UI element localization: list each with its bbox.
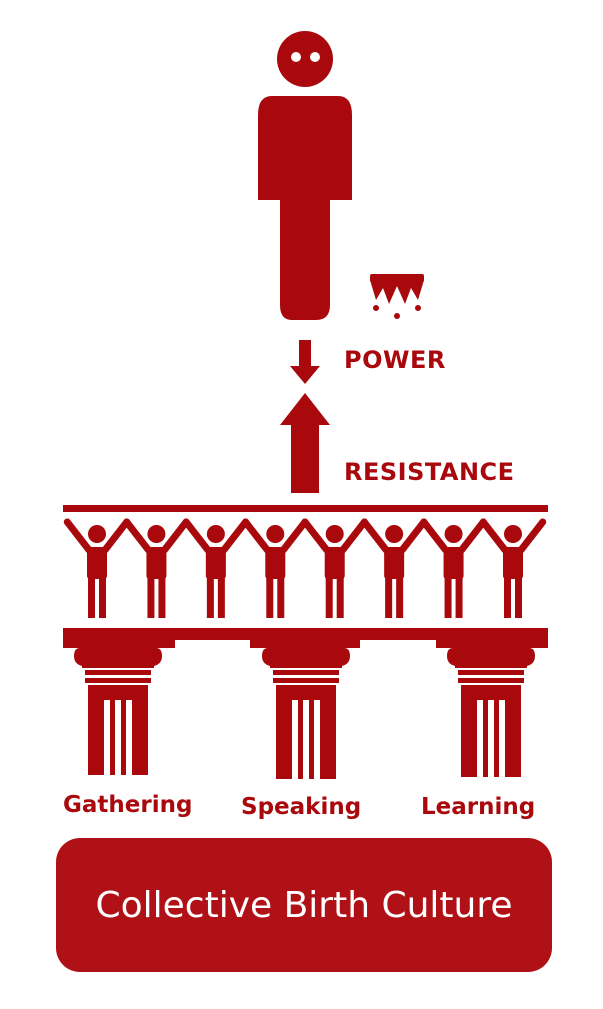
base-title: Collective Birth Culture: [95, 885, 512, 926]
person-arms-raised-icon: [483, 522, 542, 618]
column-icon: [74, 648, 162, 775]
person-arms-raised-icon: [246, 522, 305, 618]
person-arms-raised-icon: [127, 522, 186, 618]
person-arms-raised-icon: [186, 522, 245, 618]
pillar-label-gathering: Gathering: [63, 792, 192, 818]
column-icon: [262, 648, 350, 779]
resistance-label: RESISTANCE: [344, 458, 515, 486]
person-arms-raised-icon: [364, 522, 423, 618]
power-label: POWER: [344, 346, 446, 374]
crown-icon: [370, 274, 424, 319]
arrow-down-icon: [290, 340, 320, 384]
columns: [74, 648, 535, 779]
people-row: [67, 522, 542, 618]
person-arms-raised-icon: [305, 522, 364, 618]
base-box: Collective Birth Culture: [56, 838, 552, 972]
person-arms-raised-icon: [67, 522, 126, 618]
top-beam: [63, 505, 548, 512]
column-icon: [447, 648, 535, 777]
lintel: [63, 628, 548, 648]
pillar-label-learning: Learning: [421, 794, 535, 820]
pillar-label-speaking: Speaking: [241, 794, 361, 820]
person-arms-raised-icon: [424, 522, 483, 618]
arrow-up-icon: [280, 393, 330, 493]
standing-person-icon: [258, 31, 352, 320]
